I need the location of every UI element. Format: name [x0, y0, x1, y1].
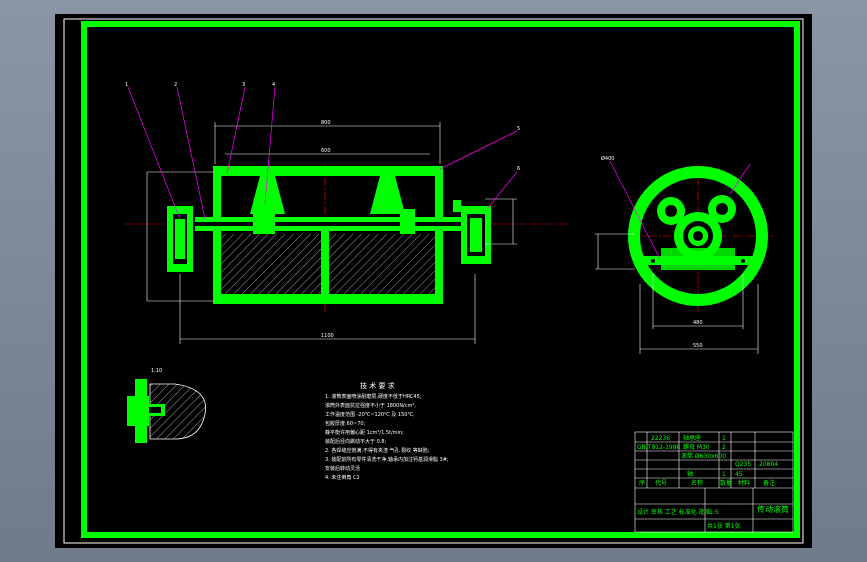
tb-header: 代号: [655, 479, 667, 487]
note-line: 2. 各焊缝应饱满,不得有夹渣 气孔 裂纹 等缺陷;: [325, 447, 430, 454]
notes-title: 技 术 要 求: [360, 381, 395, 390]
dim-side-height: 480: [693, 320, 703, 326]
dim-drum: 600: [321, 148, 331, 154]
tb-header: 备注: [763, 479, 775, 487]
tb-cell: 45: [735, 471, 743, 478]
tb-cell: 20804: [759, 461, 778, 468]
dim-side-label: Ø400: [601, 155, 614, 162]
tb-cell: GB/T812-1988: [637, 444, 681, 451]
technical-notes: 技 术 要 求 1. 滚筒表面喷涂耐磨层,硬度不低于HRC45, 滚筒外表面抗拉…: [325, 381, 449, 481]
note-line: 静平衡许用偏心距 1cm³/1.5t/min;: [325, 429, 404, 436]
tb-cell: 滚筒 Ø630x600: [681, 452, 726, 460]
title-block-text: 22236 轴承座 1 GB/T812-1988 螺母 M30 2 滚筒 Ø63…: [637, 434, 789, 530]
title-block: [634, 431, 794, 533]
part-1: 1: [125, 82, 128, 88]
tb-header: 材料: [738, 479, 750, 487]
detail-view: 1:10: [127, 368, 207, 443]
drawing-sheet: 800 600 1100 1 2 3 4 5 6: [63, 18, 804, 544]
tb-header: 序: [639, 479, 645, 487]
side-view: Ø400 550 480: [595, 155, 775, 354]
section-label: 1:10: [151, 368, 162, 374]
outer-border: [63, 18, 804, 544]
part-6: 6: [517, 166, 520, 172]
dim-side-width: 550: [693, 343, 703, 349]
note-line: 1. 滚筒表面喷涂耐磨层,硬度不低于HRC45,: [325, 393, 422, 400]
dim-span: 1100: [321, 333, 334, 339]
note-line: 3. 装配前所有零件清洗干净,轴承内加注钙基润滑脂 3#;: [325, 456, 449, 463]
scale: 1:5: [709, 509, 719, 516]
note-line: 装配后径向跳动不大于 0.8;: [325, 438, 387, 445]
tb-cell: 1: [722, 435, 726, 442]
tb-cell: 22236: [651, 435, 670, 442]
cad-viewport[interactable]: 800 600 1100 1 2 3 4 5 6: [55, 14, 812, 548]
tb-cell: Q235: [735, 461, 751, 468]
sheet-count: 共1张 第1张: [707, 522, 741, 530]
note-line: 工作温度范围 -20℃~120℃ 及 150℃,: [325, 411, 415, 418]
tb-cell: 2: [722, 444, 726, 451]
note-line: 包胶厚度:60~70;: [325, 420, 366, 427]
tb-cell: 轴承座: [683, 434, 701, 442]
tb-cell: 1: [722, 471, 726, 478]
frame-border: [81, 21, 800, 538]
tb-header: 名称: [691, 479, 703, 487]
tb-cell: 螺母 M30: [683, 443, 710, 451]
drawing-name: 传动滚筒: [757, 504, 789, 514]
front-view: 800 600 1100 1 2 3 4 5 6: [125, 82, 570, 344]
note-line: 滚筒外表面抗拉强度不小于 1800N/cm²,: [325, 402, 416, 409]
part-2: 2: [174, 82, 177, 88]
tb-cell: 轴: [687, 470, 693, 478]
note-line: 4. 未注倒角 C2: [325, 474, 360, 481]
sign-row: 设计 审核 工艺 标准化 批准: [637, 508, 711, 516]
tb-header: 数量: [720, 479, 732, 487]
part-3: 3: [242, 82, 245, 88]
part-5: 5: [517, 126, 520, 132]
dim-overall: 800: [321, 120, 331, 126]
note-line: 安装后转动灵活: [325, 465, 360, 472]
part-4: 4: [272, 82, 275, 88]
